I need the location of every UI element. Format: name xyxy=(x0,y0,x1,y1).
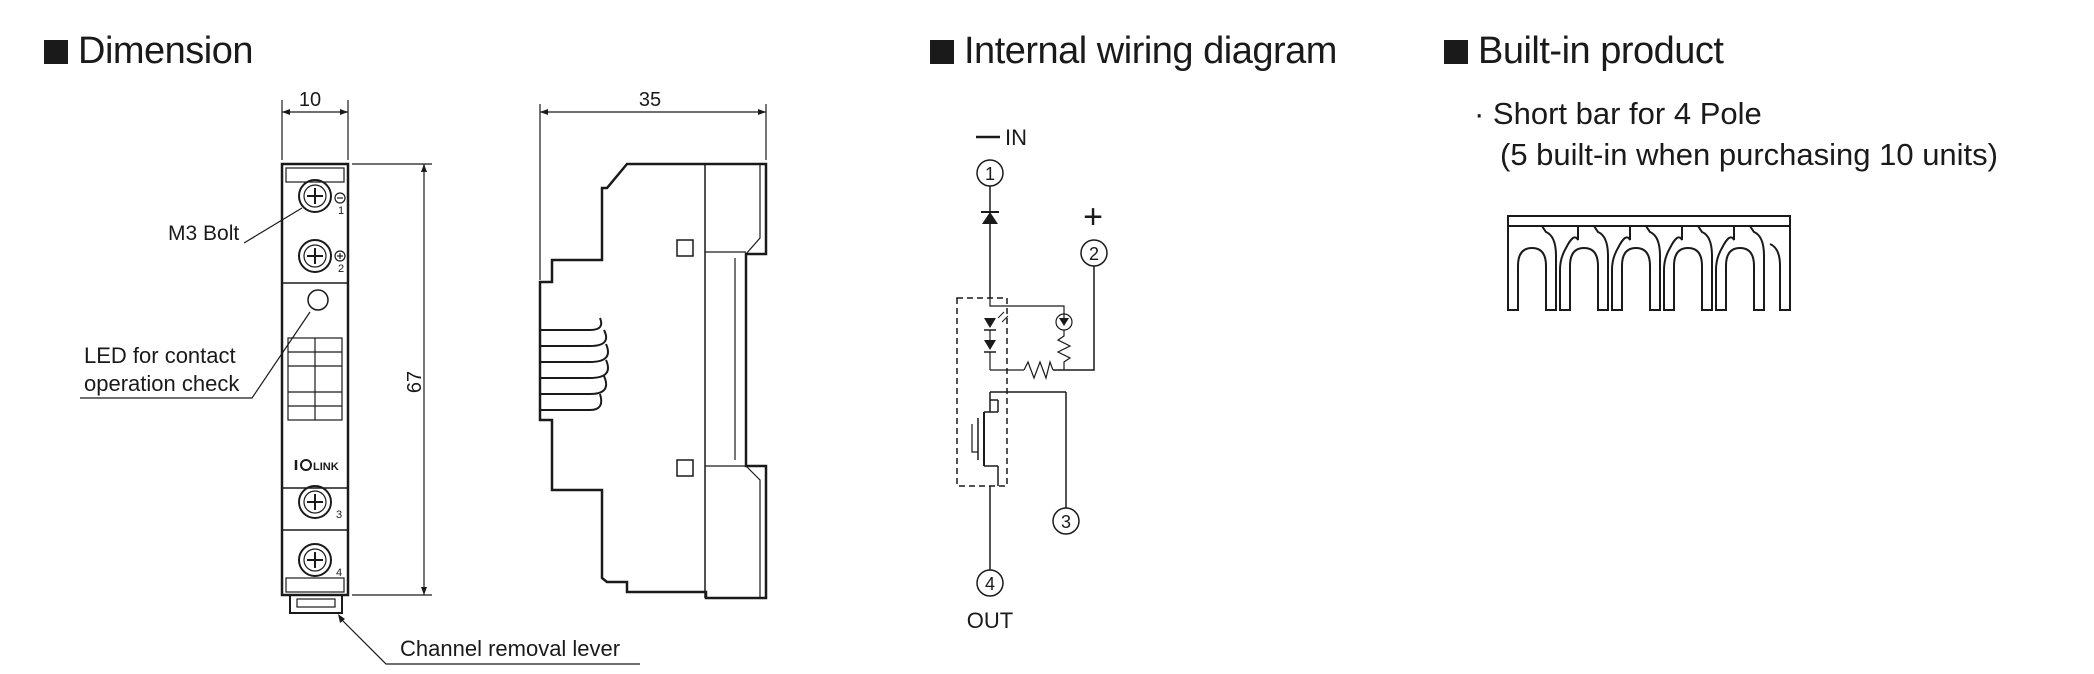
out-label: OUT xyxy=(967,608,1013,633)
node-4: 4 xyxy=(976,569,1004,597)
short-bar-drawing xyxy=(1507,215,1791,311)
bolt-callout: M3 Bolt xyxy=(168,222,239,245)
in-label: IN xyxy=(1005,125,1027,150)
screw-2-icon xyxy=(298,239,332,273)
led-callout-line1: LED for contact xyxy=(84,343,236,368)
square-bullet-icon xyxy=(44,39,68,64)
plus-label: + xyxy=(1083,198,1103,236)
resistor-icon xyxy=(1023,359,1054,381)
dimension-header: Dimension xyxy=(44,30,254,73)
terminal-2-label: 2 xyxy=(338,263,344,275)
dimension-title: Dimension xyxy=(78,30,254,72)
led-callout-line2: operation check xyxy=(84,371,240,396)
wiring-title: Internal wiring diagram xyxy=(964,30,1337,72)
side-view: 35 xyxy=(538,89,768,600)
svg-text:3: 3 xyxy=(1061,512,1071,532)
svg-text:1: 1 xyxy=(985,164,995,184)
square-bullet-icon xyxy=(1444,39,1468,64)
builtin-header: Built-in product xyxy=(1444,30,1724,73)
svg-text:4: 4 xyxy=(985,574,995,594)
front-view: 10 1 2 3 4 xyxy=(80,89,640,665)
svg-text:LINK: LINK xyxy=(313,461,339,473)
width-label: 10 xyxy=(299,89,321,111)
depth-label: 35 xyxy=(639,89,661,111)
diode-icon xyxy=(982,212,998,224)
led-icon xyxy=(307,289,329,311)
screw-3-icon xyxy=(298,485,332,519)
node-2: 2 xyxy=(1080,239,1108,267)
lever-callout: Channel removal lever xyxy=(400,636,620,661)
terminal-3-label: 3 xyxy=(336,509,342,521)
wiring-diagram: IN 1 + 2 xyxy=(956,125,1108,633)
builtin-line2: (5 built-in when purchasing 10 units) xyxy=(1500,137,1998,172)
screw-4-icon xyxy=(298,543,332,577)
height-label: 67 xyxy=(404,371,426,393)
minus-mark-icon xyxy=(334,192,346,204)
plus-mark-icon xyxy=(334,250,346,262)
builtin-title: Built-in product xyxy=(1478,30,1724,72)
wiring-header: Internal wiring diagram xyxy=(930,30,1337,73)
node-1: 1 xyxy=(976,159,1004,187)
terminal-4-label: 4 xyxy=(336,567,342,579)
svg-text:2: 2 xyxy=(1089,244,1099,264)
node-3: 3 xyxy=(1052,507,1080,535)
terminal-1-label: 1 xyxy=(338,205,344,217)
builtin-line1: · Short bar for 4 Pole xyxy=(1474,96,1762,131)
screw-1-icon xyxy=(298,179,332,213)
io-link-logo: LINK xyxy=(294,459,339,473)
square-bullet-icon xyxy=(930,39,954,64)
